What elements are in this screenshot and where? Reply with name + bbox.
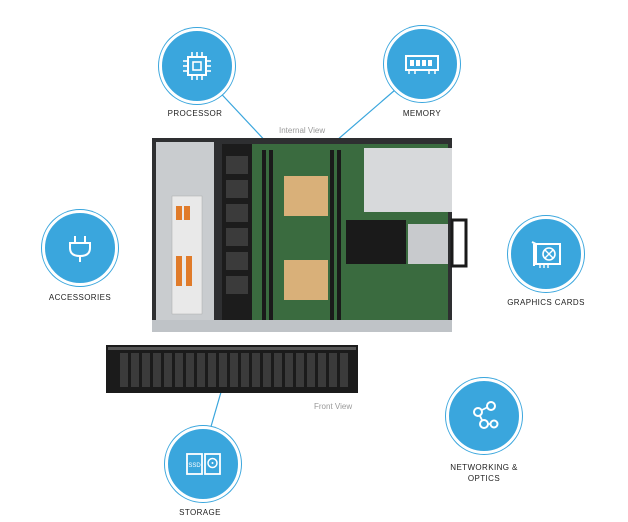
accessories-hotspot[interactable] (42, 210, 118, 286)
internal-view-caption: Internal View (279, 126, 326, 135)
memory-module-icon (405, 55, 439, 74)
graphics-cards-label: GRAPHICS CARDS (507, 298, 585, 307)
networking-optics-label: NETWORKING & OPTICS (450, 463, 518, 483)
accessories-label: ACCESSORIES (48, 293, 112, 302)
ssd-text: SSD (188, 463, 201, 469)
networking-optics-hotspot[interactable] (446, 378, 522, 454)
storage-label: STORAGE (179, 508, 221, 517)
processor-hotspot[interactable] (159, 28, 235, 104)
memory-hotspot[interactable] (384, 26, 460, 102)
graphics-cards-hotspot[interactable] (508, 216, 584, 292)
processor-label: PROCESSOR (167, 109, 223, 118)
server-internal-view-image (152, 138, 468, 332)
graphics-card-icon (531, 241, 561, 268)
front-view-caption: Front View (314, 402, 353, 411)
network-nodes-icon (473, 401, 499, 429)
ssd-hdd-icon: SSD (186, 453, 221, 475)
memory-label: MEMORY (402, 109, 442, 118)
storage-hotspot[interactable]: SSD (165, 426, 241, 502)
processor-chip-icon (183, 52, 211, 80)
power-plug-icon (69, 236, 91, 262)
server-front-view-image (106, 345, 358, 393)
